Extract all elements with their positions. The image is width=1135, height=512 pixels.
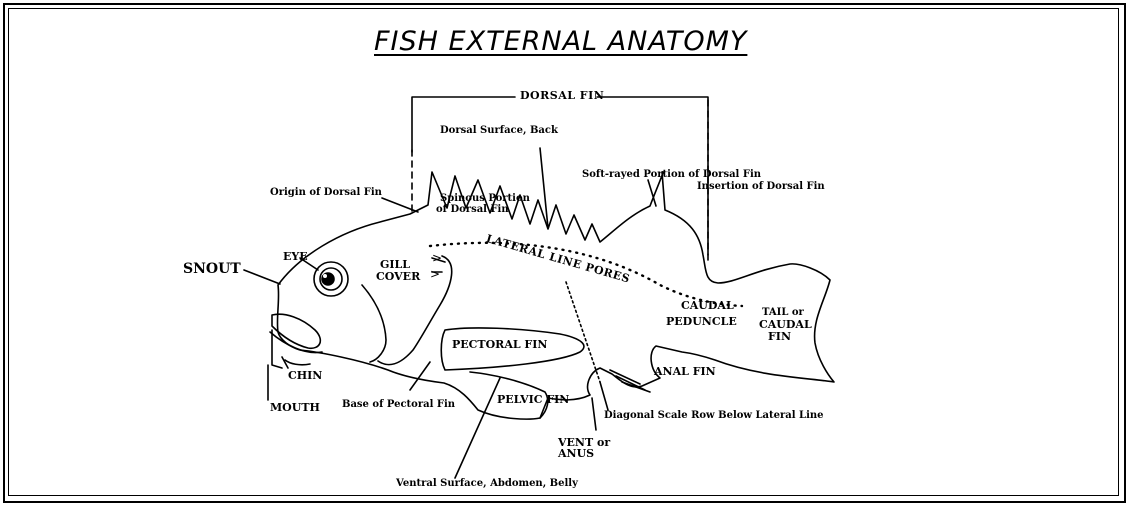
- lateral-line-dots: [430, 243, 742, 306]
- label-vent-2: ANUS: [558, 448, 594, 460]
- label-base-pectoral: Base of Pectoral Fin: [342, 400, 455, 411]
- label-tail-3: FIN: [768, 331, 791, 343]
- label-dorsal-surface: Dorsal Surface, Back: [440, 126, 558, 137]
- label-diagonal-scale: Diagonal Scale Row Below Lateral Line: [604, 411, 824, 422]
- label-dorsal-fin: DORSAL FIN: [520, 90, 604, 102]
- label-tail-2: CAUDAL: [759, 319, 812, 331]
- label-gill-1: GILL: [380, 259, 410, 271]
- label-origin-dorsal: Origin of Dorsal Fin: [270, 188, 382, 199]
- anal-fin: [610, 370, 650, 392]
- svg-text:>: >: [430, 267, 440, 281]
- label-tail-1: TAIL or: [762, 308, 804, 319]
- mouth-lips: [272, 314, 320, 348]
- label-soft-rayed: Soft-rayed Portion of Dorsal Fin: [582, 170, 761, 181]
- label-caudal-peduncle-1: CAUDAL: [681, 300, 734, 312]
- label-eye: EYE: [283, 251, 308, 263]
- label-pelvic-fin: PELVIC FIN: [497, 394, 569, 406]
- fish-body-outline: [277, 172, 834, 419]
- label-snout: SNOUT: [183, 262, 241, 277]
- label-anal-fin: ANAL FIN: [654, 366, 716, 378]
- label-spinous-1: Spinous Portion: [440, 194, 530, 205]
- label-mouth: MOUTH: [270, 402, 320, 414]
- label-chin: CHIN: [288, 370, 322, 382]
- label-gill-2: COVER: [376, 271, 420, 283]
- label-pectoral-fin: PECTORAL FIN: [452, 339, 547, 351]
- label-caudal-peduncle-2: PEDUNCLE: [666, 316, 737, 328]
- svg-text:>: >: [432, 251, 442, 265]
- label-insertion-dorsal: Insertion of Dorsal Fin: [697, 182, 825, 193]
- label-spinous-2: of Dorsal Fin: [436, 205, 509, 216]
- diagonal-scale-row: [566, 282, 600, 382]
- label-ventral-surface: Ventral Surface, Abdomen, Belly: [396, 479, 578, 490]
